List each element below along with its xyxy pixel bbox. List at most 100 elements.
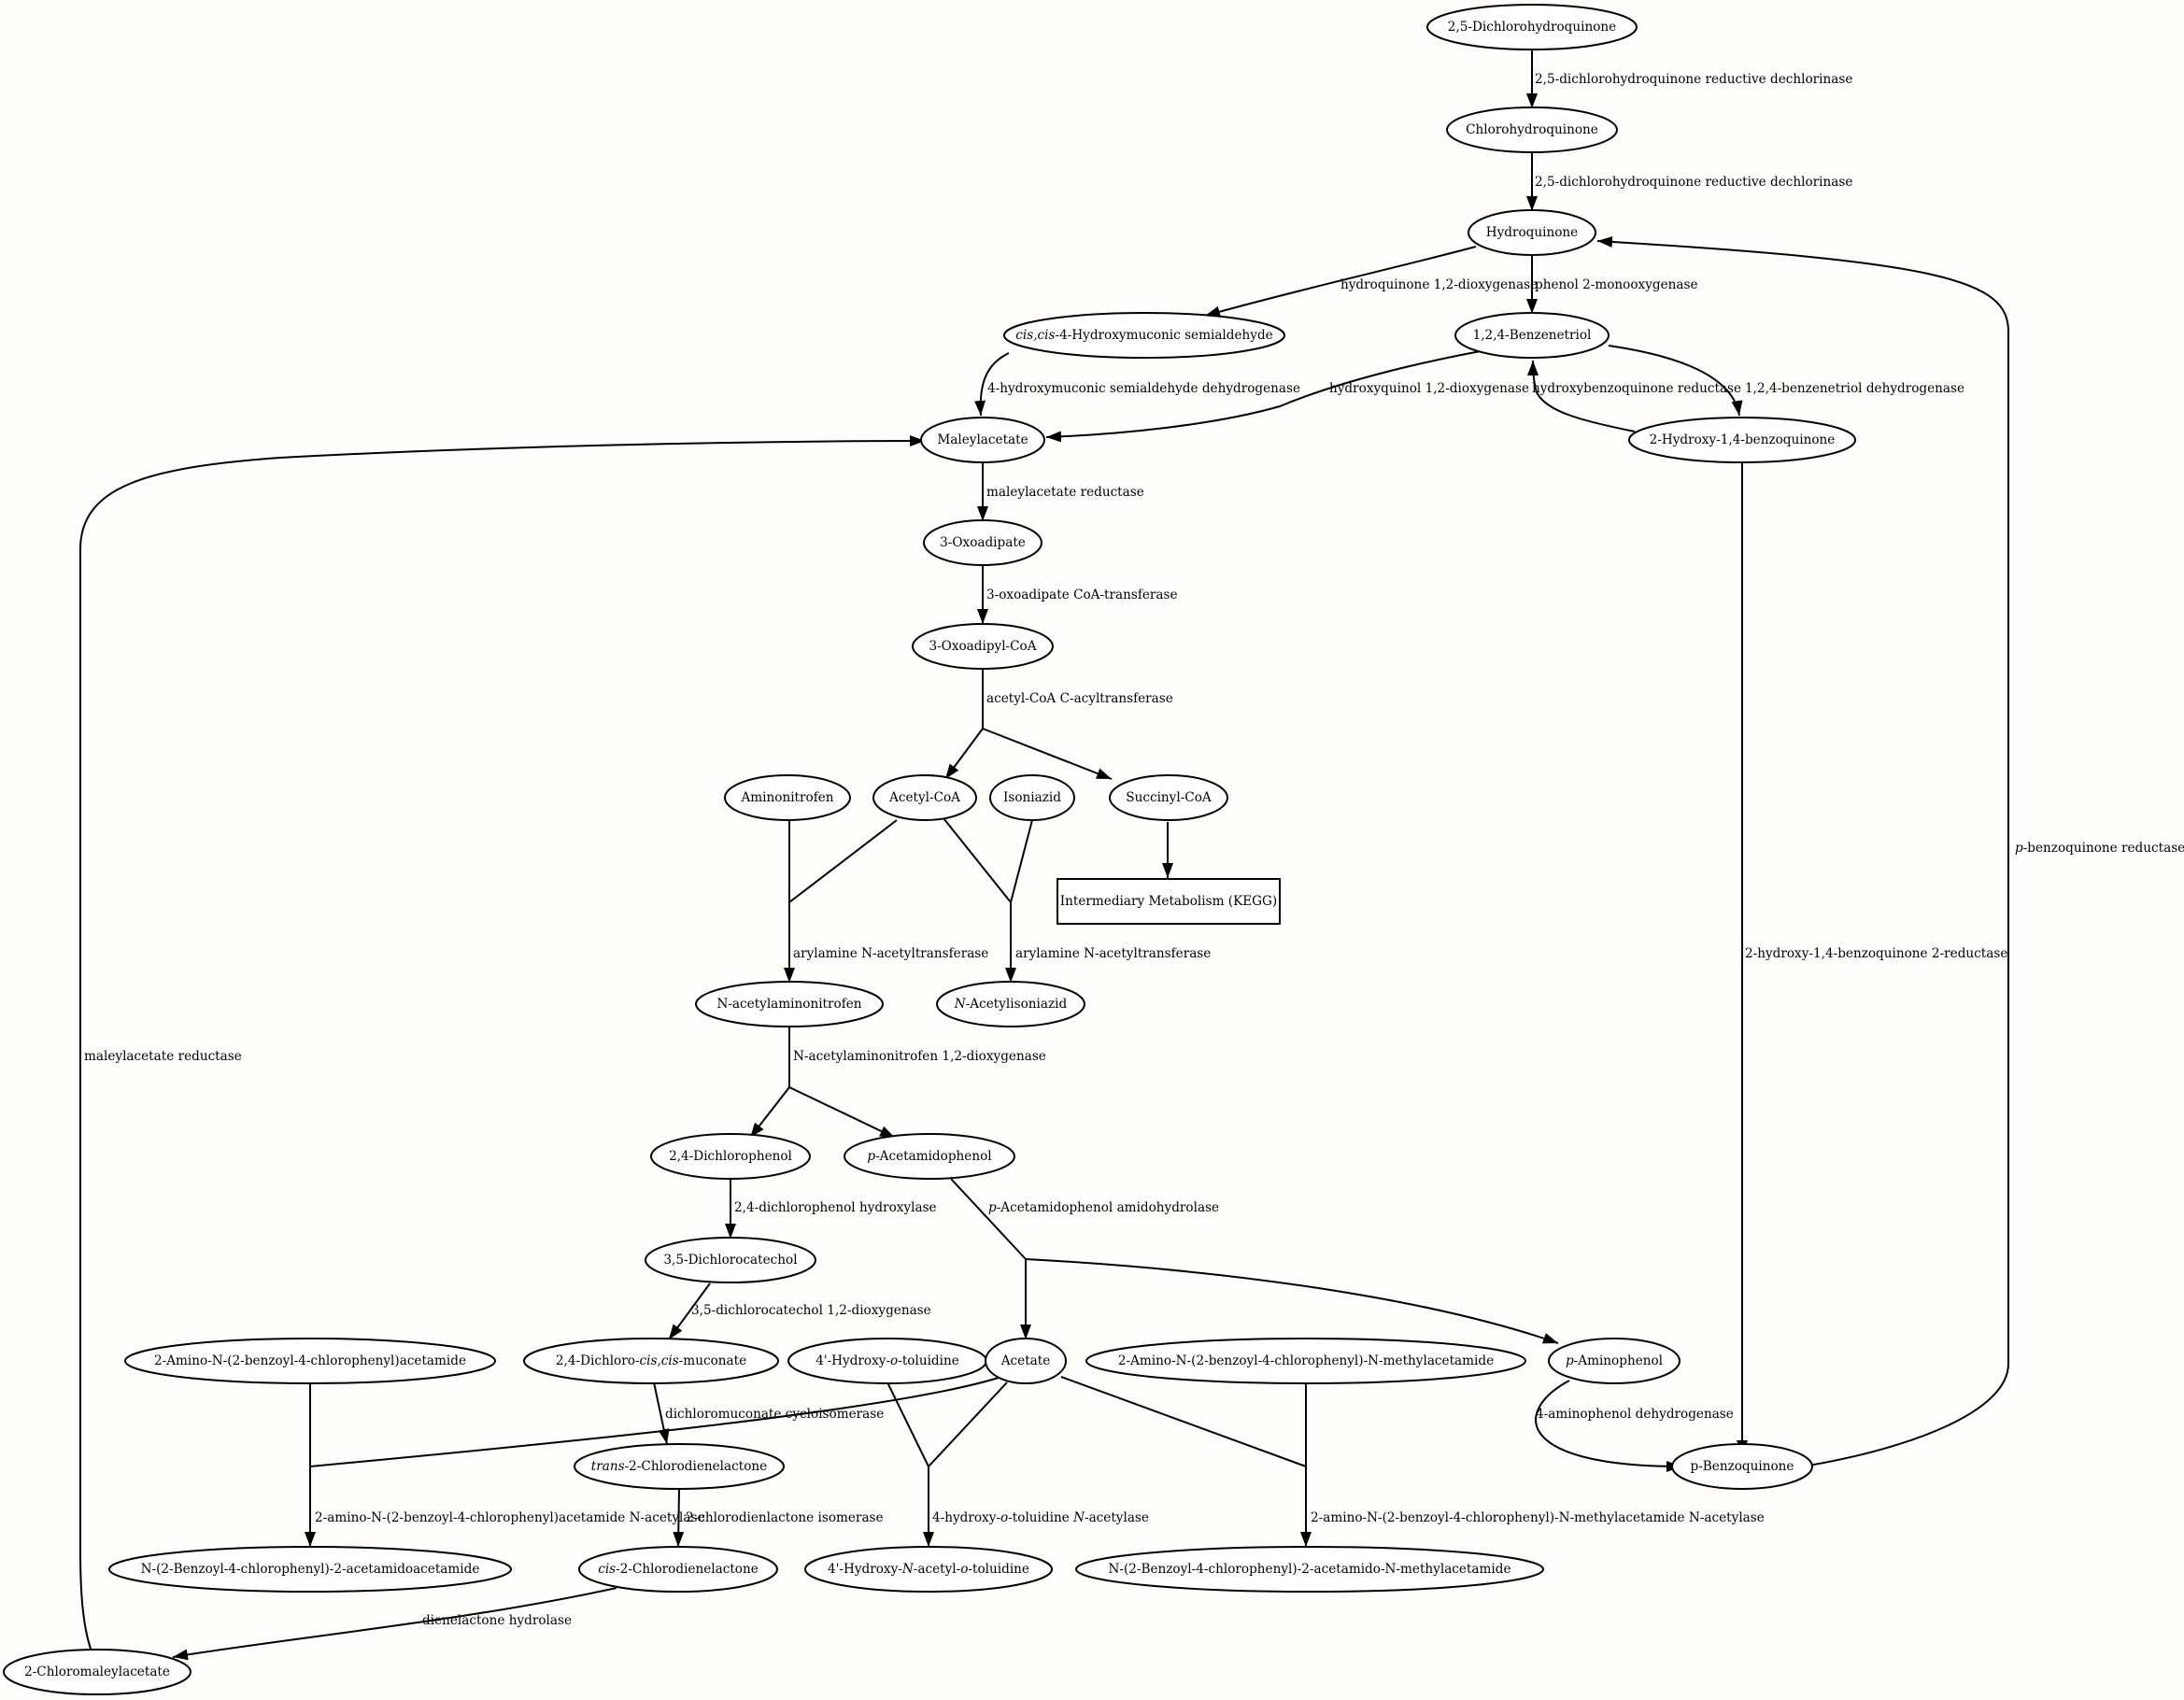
svg-text:3,5-Dichlorocatechol: 3,5-Dichlorocatechol (663, 1253, 797, 1268)
node-kegg[interactable]: Intermediary Metabolism (KEGG) (1057, 878, 1281, 925)
edge-to-dichlorophenol (749, 1086, 790, 1139)
node-acetate[interactable]: Acetate (985, 1338, 1067, 1384)
svg-text:2-Chloromaleylacetate: 2-Chloromaleylacetate (24, 1665, 170, 1679)
label-pbenzoquinone-reductase: p-benzoquinone reductase (2015, 841, 2184, 856)
node-maleylacetate[interactable]: Maleylacetate (920, 417, 1045, 463)
edge-cis-to-cma (172, 1587, 617, 1661)
edge-dcm-to-trans (653, 1381, 670, 1445)
svg-text:p-Acetamidophenol: p-Acetamidophenol (867, 1149, 991, 1164)
node-nacetylaminonitrofen[interactable]: N-acetylaminonitrofen (695, 981, 884, 1027)
label-dichloromuconate-cycloisomerase: dichloromuconate cycloisomerase (665, 1407, 884, 1422)
edge-junction-to-succinylcoa (982, 728, 1113, 780)
label-maleylacetate-reductase-2: maleylacetate reductase (84, 1049, 242, 1064)
edge-to-acetamidophenol (788, 1086, 896, 1139)
node-benzenetriol[interactable]: 1,2,4-Benzenetriol (1454, 312, 1610, 359)
node-oxoadipylcoa[interactable]: 3-Oxoadipyl-CoA (912, 623, 1054, 670)
svg-text:Isoniazid: Isoniazid (1003, 790, 1061, 805)
label-benzenetriol-dehydrogenase: 1,2,4-benzenetriol dehydrogenase (1745, 381, 1964, 396)
edge-hmsa-to-maleylacetate (974, 352, 1010, 417)
nodes: 2,5-Dichlorohydroquinone Chlorohydroquin… (3, 4, 1856, 1695)
svg-text:N-acetylaminonitrofen: N-acetylaminonitrofen (716, 997, 861, 1012)
label-hbq-2-reductase: 2-hydroxy-1,4-benzoquinone 2-reductase (1745, 946, 2007, 961)
edge-hq-to-hmsa (1204, 246, 1477, 318)
svg-text:3-Oxoadipyl-CoA: 3-Oxoadipyl-CoA (929, 639, 1036, 654)
label-dchq-reductive-1: 2,5-dichlorohydroquinone reductive dechl… (1535, 72, 1852, 87)
node-nacetylisoniazid[interactable]: N-Acetylisoniazid (936, 981, 1085, 1027)
label-acetyl-coa-acyltransferase: acetyl-CoA C-acyltransferase (986, 691, 1173, 706)
svg-text:2,4-Dichlorophenol: 2,4-Dichlorophenol (669, 1149, 792, 1164)
node-aminophenol[interactable]: p-Aminophenol (1548, 1338, 1681, 1384)
node-oxoadipate[interactable]: 3-Oxoadipate (923, 519, 1042, 566)
label-acetamidophenol-amidohydrolase: p-Acetamidophenol amidohydrolase (988, 1200, 1219, 1215)
edge-trans-to-cis (673, 1488, 685, 1548)
node-amino-benzoyl-methylacetamide[interactable]: 2-Amino-N-(2-benzoyl-4-chlorophenyl)-N-m… (1085, 1338, 1526, 1384)
node-aminonitrofen[interactable]: Aminonitrofen (724, 774, 851, 821)
svg-text:4'-Hydroxy-o-toluidine: 4'-Hydroxy-o-toluidine (815, 1353, 959, 1368)
edge-acetate-to-toluidine-junction (928, 1381, 1008, 1467)
node-chloromaleylacetate[interactable]: 2-Chloromaleylacetate (3, 1649, 191, 1695)
node-hydroxytoluidine[interactable]: 4'-Hydroxy-o-toluidine (787, 1338, 987, 1384)
node-acetylcoa[interactable]: Acetyl-CoA (872, 774, 977, 821)
label-dchq-reductive-2: 2,5-dichlorohydroquinone reductive dechl… (1535, 175, 1852, 190)
svg-text:N-Acetylisoniazid: N-Acetylisoniazid (954, 997, 1068, 1012)
edge-aminophenol-to-pbq (1535, 1380, 1682, 1472)
svg-text:2-Amino-N-(2-benzoyl-4-chlorop: 2-Amino-N-(2-benzoyl-4-chlorophenyl)acet… (154, 1353, 466, 1368)
svg-text:2-Amino-N-(2-benzoyl-4-chlorop: 2-Amino-N-(2-benzoyl-4-chlorophenyl)-N-m… (1118, 1353, 1494, 1368)
label-amino-acetamide-nacetylase: 2-amino-N-(2-benzoyl-4-chlorophenyl)acet… (315, 1510, 705, 1525)
label-dichlorocatechol-dioxygenase: 3,5-dichlorocatechol 1,2-dioxygenase (691, 1303, 931, 1318)
svg-text:cis-2-Chlorodienelactone: cis-2-Chlorodienelactone (598, 1562, 759, 1577)
node-hydroxyacetyltoluidine[interactable]: 4'-Hydroxy-N-acetyl-o-toluidine (804, 1546, 1053, 1593)
node-cis-chlorodienelactone[interactable]: cis-2-Chlorodienelactone (578, 1546, 778, 1593)
node-amino-benzoyl-acetamide[interactable]: 2-Amino-N-(2-benzoyl-4-chlorophenyl)acet… (124, 1338, 496, 1384)
edge-hbq-to-benzenetriol (1527, 360, 1636, 432)
svg-text:1,2,4-Benzenetriol: 1,2,4-Benzenetriol (1473, 328, 1592, 343)
node-trans-chlorodienelactone[interactable]: trans-2-Chlorodienelactone (574, 1443, 785, 1490)
node-acetamidophenol[interactable]: p-Acetamidophenol (844, 1133, 1015, 1180)
edge-toluidine-down (886, 1381, 929, 1467)
edge-acetate-to-abm-junction (1060, 1376, 1307, 1467)
label-aminophenol-dehydrogenase: 4-aminophenol dehydrogenase (1536, 1407, 1734, 1422)
label-dichlorophenol-hydroxylase: 2,4-dichlorophenol hydroxylase (734, 1200, 937, 1215)
edge-junction-to-acetylcoa (944, 728, 984, 780)
edge-labels: 2,5-dichlorohydroquinone reductive dechl… (84, 72, 2184, 1628)
node-hydroquinone[interactable]: Hydroquinone (1468, 209, 1596, 256)
svg-text:Acetyl-CoA: Acetyl-CoA (888, 790, 960, 805)
label-dienelactone-hydrolase: dienelactone hydrolase (422, 1613, 572, 1628)
edge-apap-to-junction (950, 1178, 1027, 1260)
node-dichlorohydroquinone[interactable]: 2,5-Dichlorohydroquinone (1426, 4, 1638, 50)
node-chlorohydroquinone[interactable]: Chlorohydroquinone (1446, 106, 1618, 153)
svg-text:Acetate: Acetate (1000, 1353, 1051, 1368)
node-dichloromuconate[interactable]: 2,4-Dichloro-cis,cis-muconate (523, 1338, 779, 1384)
edge-benzenetriol-to-hbq (1608, 345, 1743, 417)
node-dichlorocatechol[interactable]: 3,5-Dichlorocatechol (645, 1237, 816, 1283)
svg-text:4'-Hydroxy-N-acetyl-o-toluidin: 4'-Hydroxy-N-acetyl-o-toluidine (828, 1562, 1029, 1577)
edge-benzenetriol-to-maleylacetate (1045, 350, 1482, 443)
edge-cma-to-maleylacetate (79, 435, 926, 1652)
label-arylamine-2: arylamine N-acetyltransferase (1015, 946, 1211, 961)
label-maleylacetate-reductase: maleylacetate reductase (986, 485, 1144, 500)
svg-text:Intermediary Metabolism (KEGG): Intermediary Metabolism (KEGG) (1060, 894, 1277, 909)
svg-text:Aminonitrofen: Aminonitrofen (740, 790, 833, 805)
svg-text:Hydroquinone: Hydroquinone (1486, 225, 1578, 240)
node-succinylcoa[interactable]: Succinyl-CoA (1109, 774, 1228, 821)
node-hydroxymuconic-semialdehyde[interactable]: cis,cis-4-Hydroxymuconic semialdehyde (1003, 312, 1285, 359)
label-hm-dehydrogenase: 4-hydroxymuconic semialdehyde dehydrogen… (987, 381, 1300, 396)
svg-text:2-Hydroxy-1,4-benzoquinone: 2-Hydroxy-1,4-benzoquinone (1650, 432, 1836, 447)
edge-acetylcoa-right (943, 817, 1012, 903)
svg-text:N-(2-Benzoyl-4-chlorophenyl)-2: N-(2-Benzoyl-4-chlorophenyl)-2-acetamido… (1108, 1562, 1510, 1577)
node-pbenzoquinone[interactable]: p-Benzoquinone (1671, 1443, 1813, 1490)
node-benzoyl-acetamidoacetamide[interactable]: N-(2-Benzoyl-4-chlorophenyl)-2-acetamido… (108, 1546, 512, 1593)
svg-text:2,4-Dichloro-cis,cis-muconate: 2,4-Dichloro-cis,cis-muconate (556, 1353, 746, 1368)
node-benzoyl-acetamido-methylacetamide[interactable]: N-(2-Benzoyl-4-chlorophenyl)-2-acetamido… (1075, 1546, 1544, 1593)
node-hydroxybenzoquinone[interactable]: 2-Hydroxy-1,4-benzoquinone (1628, 417, 1856, 463)
edge-dcc-to-dcm (668, 1282, 711, 1340)
edge-junction-to-aminophenol (1025, 1258, 1559, 1344)
svg-text:Chlorohydroquinone: Chlorohydroquinone (1466, 122, 1598, 137)
label-hydroxyquinol-dioxygenase: hydroxyquinol 1,2-dioxygenase (1329, 381, 1529, 396)
svg-text:cis,cis-4-Hydroxymuconic semia: cis,cis-4-Hydroxymuconic semialdehyde (1015, 328, 1272, 343)
node-dichlorophenol[interactable]: 2,4-Dichlorophenol (650, 1133, 811, 1180)
edge-acetylcoa-left (788, 819, 898, 903)
node-isoniazid[interactable]: Isoniazid (989, 774, 1075, 821)
label-phenol-monooxygenase: phenol 2-monooxygenase (1535, 277, 1698, 292)
svg-text:trans-2-Chlorodienelactone: trans-2-Chlorodienelactone (591, 1459, 767, 1474)
